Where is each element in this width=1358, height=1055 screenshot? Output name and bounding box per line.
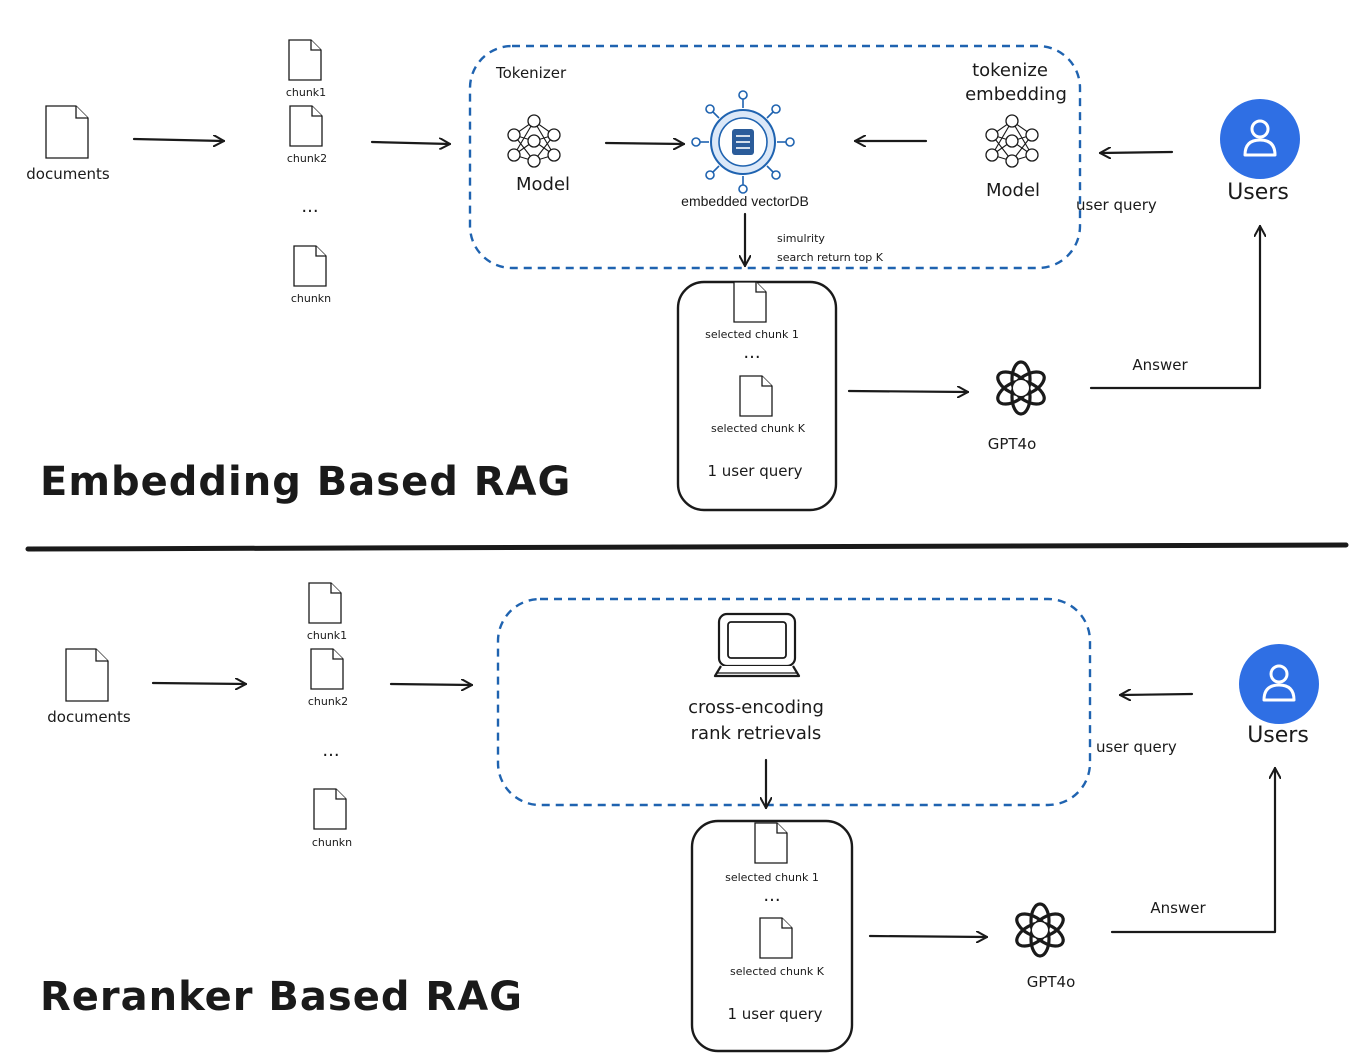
bottom-section: documents chunk1 chunk2 ... chunkn cross… <box>40 582 1321 1053</box>
arrow-model-to-vectordb <box>604 143 686 144</box>
section-divider <box>25 542 1349 552</box>
document-icon <box>313 788 347 830</box>
arrow-selection-to-gpt <box>847 391 970 392</box>
document-icon <box>288 39 322 81</box>
chunk-ellipsis: ... <box>301 196 318 217</box>
chunk-ellipsis: ... <box>322 740 339 761</box>
chunk1-label: chunk1 <box>286 86 326 99</box>
documents-label: documents <box>26 165 110 183</box>
top-section: documents chunk1 chunk2 ... chunkn Token… <box>26 39 1302 512</box>
selected-chunk-1-label: selected chunk 1 <box>725 871 819 884</box>
documents-label: documents <box>47 708 131 726</box>
arrow-chunks-to-reranker <box>389 684 474 685</box>
openai-logo-icon <box>1008 898 1072 962</box>
tokenize-label-line2: embedding <box>965 84 1067 105</box>
arrow-chunks-to-tokenizer <box>370 142 450 144</box>
box-user-query-label: 1 user query <box>707 462 802 480</box>
cross-encoding-label-line1: cross-encoding <box>688 697 824 718</box>
arrow-answer-to-users <box>1110 766 1275 934</box>
selected-chunks-box <box>690 819 854 1053</box>
document-icon <box>293 245 327 287</box>
selected-ellipsis: ... <box>763 885 780 906</box>
document-icon <box>739 375 773 417</box>
neural-network-icon <box>507 114 561 168</box>
document-icon <box>759 917 793 959</box>
model-left-label: Model <box>516 174 570 195</box>
computer-icon <box>713 612 801 678</box>
answer-label: Answer <box>1132 356 1188 374</box>
arrow-documents-to-chunks <box>151 683 248 684</box>
chunk2-label: chunk2 <box>287 152 327 165</box>
neural-network-icon <box>985 114 1039 168</box>
cross-encoding-label-line2: rank retrievals <box>691 723 822 744</box>
document-icon <box>45 105 89 159</box>
document-icon <box>289 105 323 147</box>
user-query-label: user query <box>1076 196 1157 214</box>
top-section-title: Embedding Based RAG <box>40 459 571 505</box>
arrow-answer-to-users <box>1089 224 1260 390</box>
tokenize-label-line1: tokenize <box>972 60 1048 81</box>
gpt-label: GPT4o <box>988 435 1037 453</box>
bottom-section-title: Reranker Based RAG <box>40 974 523 1020</box>
model-right-label: Model <box>986 180 1040 201</box>
selected-ellipsis: ... <box>743 342 760 363</box>
chunkn-label: chunkn <box>291 292 331 305</box>
selected-chunks-box <box>676 280 838 512</box>
user-query-label: user query <box>1096 738 1177 756</box>
gpt-label: GPT4o <box>1027 973 1076 991</box>
answer-label: Answer <box>1150 899 1206 917</box>
openai-logo-icon <box>989 356 1053 420</box>
arrow-user-to-tokenizer <box>1098 152 1174 153</box>
chunk2-label: chunk2 <box>308 695 348 708</box>
arrow-selection-to-gpt <box>868 936 989 937</box>
similarity-label-line2: search return top K <box>777 251 884 264</box>
document-icon <box>754 822 788 864</box>
box-user-query-label: 1 user query <box>727 1005 822 1023</box>
vectordb-label: embedded vectorDB <box>681 193 809 209</box>
chunk1-label: chunk1 <box>307 629 347 642</box>
document-icon <box>310 648 344 690</box>
selected-chunk-1-label: selected chunk 1 <box>705 328 799 341</box>
tokenizer-label: Tokenizer <box>495 64 567 82</box>
document-icon <box>308 582 342 624</box>
document-icon <box>733 281 767 323</box>
selected-chunk-k-label: selected chunk K <box>711 422 806 435</box>
document-icon <box>65 648 109 702</box>
user-avatar-icon <box>1218 97 1302 181</box>
vector-database-icon <box>691 90 795 194</box>
user-avatar-icon <box>1237 642 1321 726</box>
users-label: Users <box>1247 723 1309 748</box>
reranker-dashed-box <box>496 597 1092 807</box>
tokenizer-dashed-box <box>468 44 1082 270</box>
similarity-label-line1: simulrity <box>777 232 825 245</box>
chunkn-label: chunkn <box>312 836 352 849</box>
selected-chunk-k-label: selected chunk K <box>730 965 825 978</box>
users-label: Users <box>1227 180 1289 205</box>
arrow-documents-to-chunks <box>132 139 224 141</box>
arrow-user-to-reranker <box>1118 694 1194 695</box>
